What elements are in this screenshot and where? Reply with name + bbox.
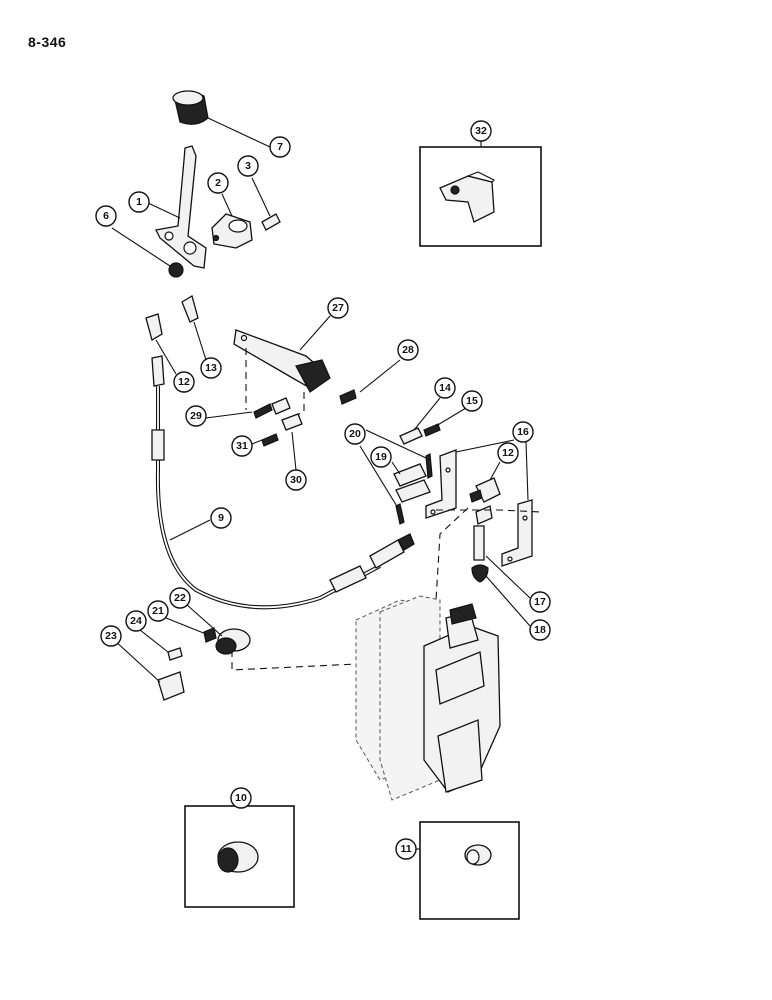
part-15-washer — [423, 423, 441, 437]
svg-text:21: 21 — [152, 605, 164, 617]
callout-7: 7 — [269, 136, 291, 158]
svg-text:22: 22 — [174, 592, 186, 604]
part-6-nut — [168, 262, 184, 278]
part-1-lever — [155, 145, 207, 269]
inset-box-11 — [419, 821, 520, 920]
callout-12-right: 12 — [497, 442, 519, 464]
part-17-bolt — [473, 525, 485, 561]
svg-text:23: 23 — [105, 630, 117, 642]
callout-16: 16 — [512, 421, 534, 443]
callout-12-left: 12 — [173, 371, 195, 393]
callout-15: 15 — [461, 390, 483, 412]
part-23-bracket — [157, 671, 185, 701]
part-7-handle-grip — [172, 90, 209, 125]
part-24-screw — [167, 647, 183, 661]
svg-text:20: 20 — [349, 428, 361, 440]
part-10-knob — [217, 841, 259, 873]
svg-text:19: 19 — [375, 451, 387, 463]
callout-11: 11 — [395, 838, 417, 860]
callout-29: 29 — [185, 405, 207, 427]
svg-text:28: 28 — [402, 344, 414, 356]
part-9-control-cable — [151, 355, 415, 610]
part-3-bolt — [261, 213, 281, 231]
part-19-bolts — [393, 463, 431, 503]
callout-17: 17 — [529, 591, 551, 613]
callout-32: 32 — [470, 120, 492, 142]
svg-text:9: 9 — [218, 512, 224, 524]
svg-text:30: 30 — [290, 474, 302, 486]
part-13-pin — [181, 295, 199, 323]
svg-text:31: 31 — [236, 440, 248, 452]
callout-30: 30 — [285, 469, 307, 491]
part-18-nut — [471, 564, 489, 583]
callout-14: 14 — [434, 377, 456, 399]
part-16-brackets — [425, 449, 533, 567]
svg-text:16: 16 — [517, 426, 529, 438]
part-27-arm — [233, 329, 331, 393]
part-22-knob — [215, 628, 251, 655]
svg-text:18: 18 — [534, 624, 546, 636]
callout-20: 20 — [344, 423, 366, 445]
svg-text:27: 27 — [332, 302, 344, 314]
part-31-pin — [261, 397, 291, 447]
callout-6: 6 — [95, 205, 117, 227]
svg-text:13: 13 — [205, 362, 217, 374]
callout-23: 23 — [100, 625, 122, 647]
svg-text:32: 32 — [475, 125, 487, 137]
callout-13: 13 — [200, 357, 222, 379]
callout-10: 10 — [230, 787, 252, 809]
svg-text:7: 7 — [277, 141, 283, 153]
svg-text:10: 10 — [235, 792, 247, 804]
callout-3: 3 — [237, 155, 259, 177]
part-30-pin — [281, 413, 303, 431]
callout-24: 24 — [125, 610, 147, 632]
page-number: 8-346 — [28, 34, 67, 50]
part-29-roll-pin — [253, 403, 273, 419]
callout-9: 9 — [210, 507, 232, 529]
callout-19: 19 — [370, 446, 392, 468]
svg-text:12: 12 — [178, 376, 190, 388]
callout-21: 21 — [147, 600, 169, 622]
part-14-bolt — [399, 427, 423, 445]
svg-text:14: 14 — [439, 382, 451, 394]
part-clevis — [145, 313, 163, 341]
valve-assembly — [355, 595, 501, 801]
svg-text:15: 15 — [466, 395, 478, 407]
callout-1: 1 — [128, 191, 150, 213]
svg-text:17: 17 — [534, 596, 546, 608]
callout-28: 28 — [397, 339, 419, 361]
part-12-rod-end — [469, 477, 501, 525]
inset-box-10 — [184, 805, 295, 908]
svg-text:29: 29 — [190, 410, 202, 422]
part-21-screw — [203, 627, 217, 643]
part-32-bracket — [439, 171, 496, 223]
callout-31: 31 — [231, 435, 253, 457]
callout-27: 27 — [327, 297, 349, 319]
svg-text:2: 2 — [215, 177, 221, 189]
part-28-spring — [339, 389, 357, 405]
svg-text:24: 24 — [130, 615, 142, 627]
callout-2: 2 — [207, 172, 229, 194]
callout-18: 18 — [529, 619, 551, 641]
svg-text:12: 12 — [502, 447, 514, 459]
part-20-cotter-pins — [395, 453, 433, 525]
part-11-plug — [464, 844, 492, 866]
callout-22: 22 — [169, 587, 191, 609]
svg-text:3: 3 — [245, 160, 251, 172]
svg-text:6: 6 — [103, 210, 109, 222]
svg-text:1: 1 — [136, 196, 142, 208]
part-2-pivot-bracket — [211, 213, 253, 249]
svg-text:11: 11 — [400, 843, 411, 855]
